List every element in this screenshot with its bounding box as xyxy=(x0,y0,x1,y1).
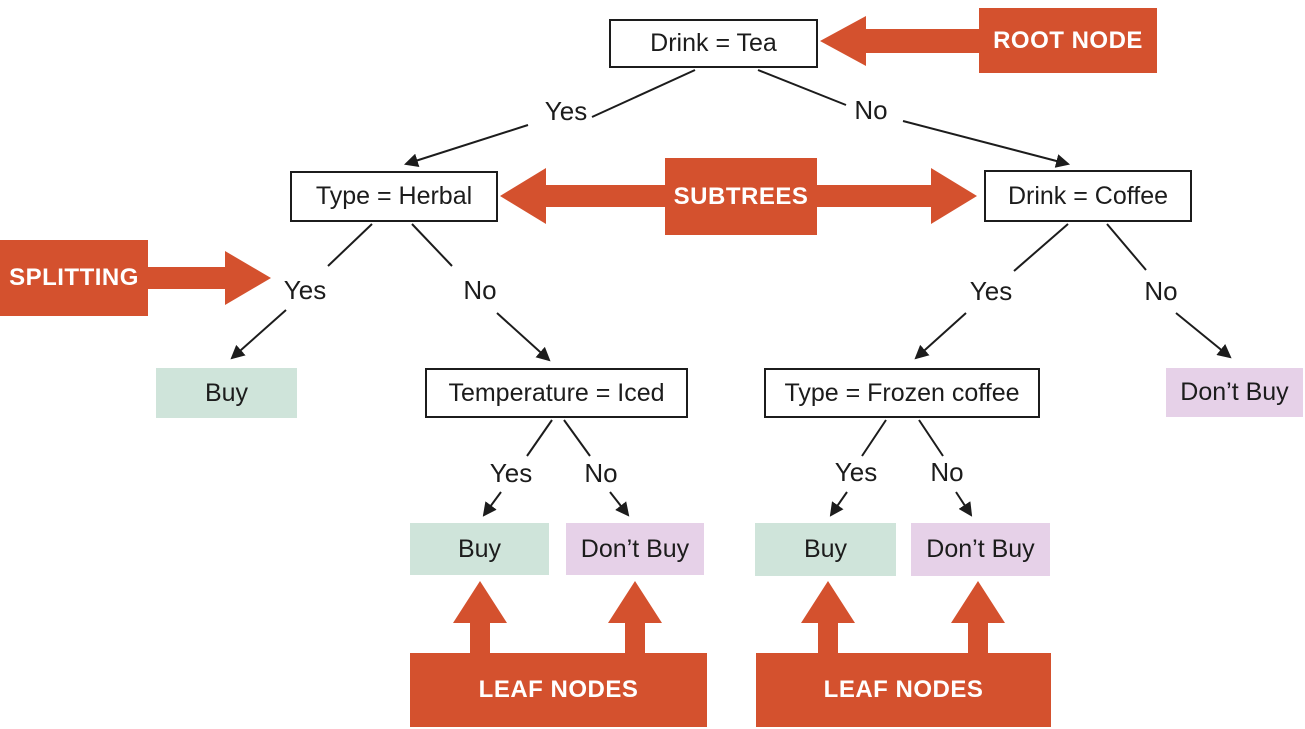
leaf-arrow-up-icon xyxy=(453,581,507,654)
edge-label-root-yes: Yes xyxy=(544,96,588,126)
leaf-buy-herbal: Buy xyxy=(156,368,297,418)
leaf-dont-buy-iced: Don’t Buy xyxy=(566,523,704,575)
edge-label-iced-yes: Yes xyxy=(489,458,533,488)
node-drink-tea: Drink = Tea xyxy=(609,19,818,68)
leaf-arrow-up-icon xyxy=(801,581,855,654)
edge-label-herbal-yes: Yes xyxy=(283,275,327,305)
node-drink-coffee: Drink = Coffee xyxy=(984,170,1192,222)
node-type-herbal: Type = Herbal xyxy=(290,171,498,222)
edge-label-frozen-yes: Yes xyxy=(834,457,878,487)
edge-label-frozen-no: No xyxy=(930,457,964,487)
leaf-nodes-left-tag: LEAF NODES xyxy=(410,653,707,727)
node-type-frozen-coffee: Type = Frozen coffee xyxy=(764,368,1040,418)
leaf-arrow-up-icon xyxy=(951,581,1005,654)
edge-label-coffee-no: No xyxy=(1144,276,1178,306)
leaf-dont-buy-frozen: Don’t Buy xyxy=(911,523,1050,576)
edge-label-iced-no: No xyxy=(584,458,618,488)
node-temperature-iced: Temperature = Iced xyxy=(425,368,688,418)
edge-label-herbal-no: No xyxy=(463,275,497,305)
leaf-buy-frozen: Buy xyxy=(755,523,896,576)
edge-label-root-no: No xyxy=(854,95,888,125)
root-node-arrow-icon xyxy=(820,16,979,66)
edge-label-coffee-yes: Yes xyxy=(969,276,1013,306)
subtrees-tag: SUBTREES xyxy=(665,158,817,235)
splitting-arrow-icon xyxy=(148,251,271,305)
leaf-nodes-right-tag: LEAF NODES xyxy=(756,653,1051,727)
splitting-tag: SPLITTING xyxy=(0,240,148,316)
tree-edges xyxy=(230,69,1232,517)
leaf-buy-iced: Buy xyxy=(410,523,549,575)
root-node-tag: ROOT NODE xyxy=(979,8,1157,73)
leaf-dont-buy-coffee: Don’t Buy xyxy=(1166,368,1303,417)
leaf-arrow-up-icon xyxy=(608,581,662,654)
